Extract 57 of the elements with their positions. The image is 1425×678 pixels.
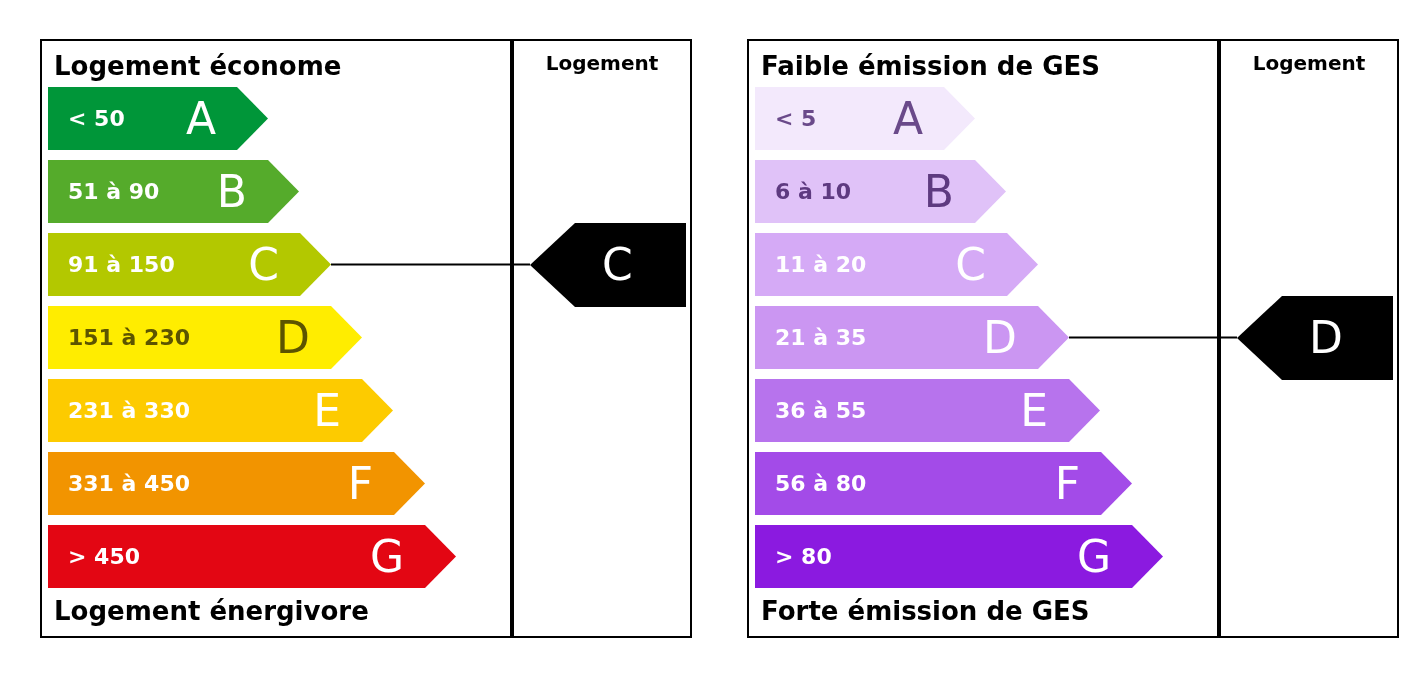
panel-heading: Logement économe [54, 53, 342, 79]
class-bar [48, 233, 331, 296]
class-letter: B [216, 169, 247, 214]
class-letter: G [369, 534, 404, 579]
class-bar [48, 452, 425, 515]
class-letter: E [1020, 388, 1048, 433]
result-marker [530, 223, 686, 307]
range-label: 231 à 330 [68, 399, 190, 422]
class-bar [755, 379, 1100, 442]
class-letter: B [923, 169, 954, 214]
range-label: 331 à 450 [68, 472, 190, 495]
class-letter: D [276, 315, 310, 360]
class-letter: G [1076, 534, 1111, 579]
class-letter: D [1309, 316, 1343, 360]
rating-panel [40, 39, 512, 638]
class-letter: C [248, 242, 279, 287]
class-bar [48, 160, 299, 223]
range-label: 21 à 35 [775, 326, 867, 349]
range-label: > 450 [68, 545, 140, 568]
class-letter: A [185, 96, 216, 141]
class-letter: E [313, 388, 341, 433]
column-heading: Logement [545, 53, 659, 73]
class-bar [755, 306, 1069, 369]
panel-heading: Faible émission de GES [761, 53, 1100, 79]
class-bar [755, 452, 1132, 515]
class-bar [755, 525, 1163, 588]
class-letter: D [983, 315, 1017, 360]
connector-line [330, 263, 531, 266]
rating-panel [747, 39, 1219, 638]
class-bar [755, 160, 1006, 223]
column-heading: Logement [1252, 53, 1366, 73]
class-bar [48, 87, 268, 150]
range-label: 36 à 55 [775, 399, 867, 422]
class-bar [48, 525, 456, 588]
range-label: < 5 [775, 107, 817, 130]
class-letter: F [1054, 461, 1080, 506]
class-bar [755, 233, 1038, 296]
result-column [512, 39, 692, 638]
panel-heading: Logement énergivore [54, 598, 369, 624]
connector-line [1068, 336, 1238, 339]
range-label: 91 à 150 [68, 253, 175, 276]
result-column [1219, 39, 1399, 638]
range-label: 56 à 80 [775, 472, 867, 495]
range-label: > 80 [775, 545, 832, 568]
range-label: 6 à 10 [775, 180, 852, 203]
class-letter: C [602, 243, 633, 287]
range-label: 151 à 230 [68, 326, 190, 349]
panel-heading: Forte émission de GES [761, 598, 1090, 624]
result-marker [1237, 296, 1393, 380]
class-bar [48, 379, 393, 442]
range-label: 51 à 90 [68, 180, 160, 203]
range-label: < 50 [68, 107, 125, 130]
class-letter: F [347, 461, 373, 506]
class-letter: A [892, 96, 923, 141]
class-letter: C [955, 242, 986, 287]
class-bar [48, 306, 362, 369]
range-label: 11 à 20 [775, 253, 867, 276]
